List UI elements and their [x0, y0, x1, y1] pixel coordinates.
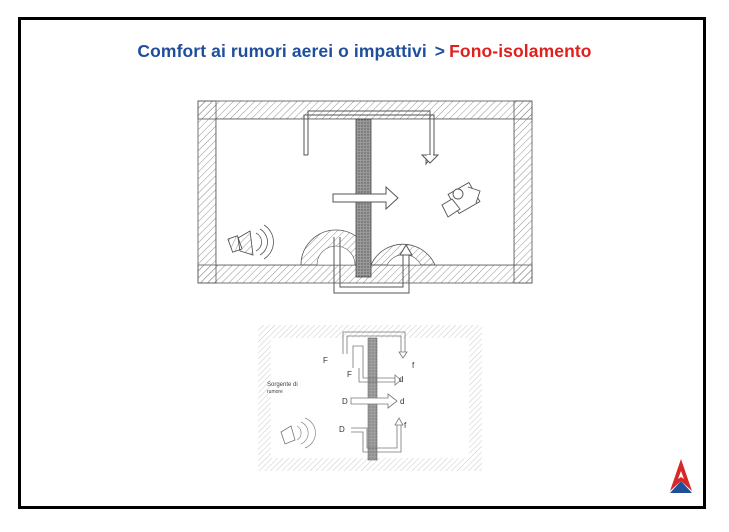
logo-icon [670, 459, 692, 493]
flanking-bottom-arrow [333, 237, 410, 294]
lower-speaker-icon [280, 417, 316, 449]
label-d-top: d [399, 375, 403, 384]
label-f-low: f [404, 421, 407, 430]
label-D-mid: D [342, 397, 348, 406]
source-label-line1: Sorgente di [267, 382, 298, 388]
label-f-top: f [412, 361, 415, 370]
label-F-mid: F [347, 370, 352, 379]
listener-icon [441, 181, 481, 218]
label-F-top: F [323, 356, 328, 365]
title-separator: > [434, 41, 446, 61]
lower-paths-diagram: F F D D f d d f Sorgente di rumore [258, 325, 482, 471]
source-label-line2: rumore [267, 389, 283, 395]
direct-arrow [332, 185, 399, 211]
slide-title: Comfort ai rumori aerei o impattivi >Fono… [0, 41, 729, 62]
label-D-low: D [339, 425, 345, 434]
title-highlight: Fono-isolamento [449, 41, 592, 61]
speaker-icon [227, 224, 274, 260]
label-d-mid: d [400, 397, 404, 406]
upper-room-diagram [197, 100, 533, 294]
title-main: Comfort ai rumori aerei o impattivi [137, 41, 427, 61]
